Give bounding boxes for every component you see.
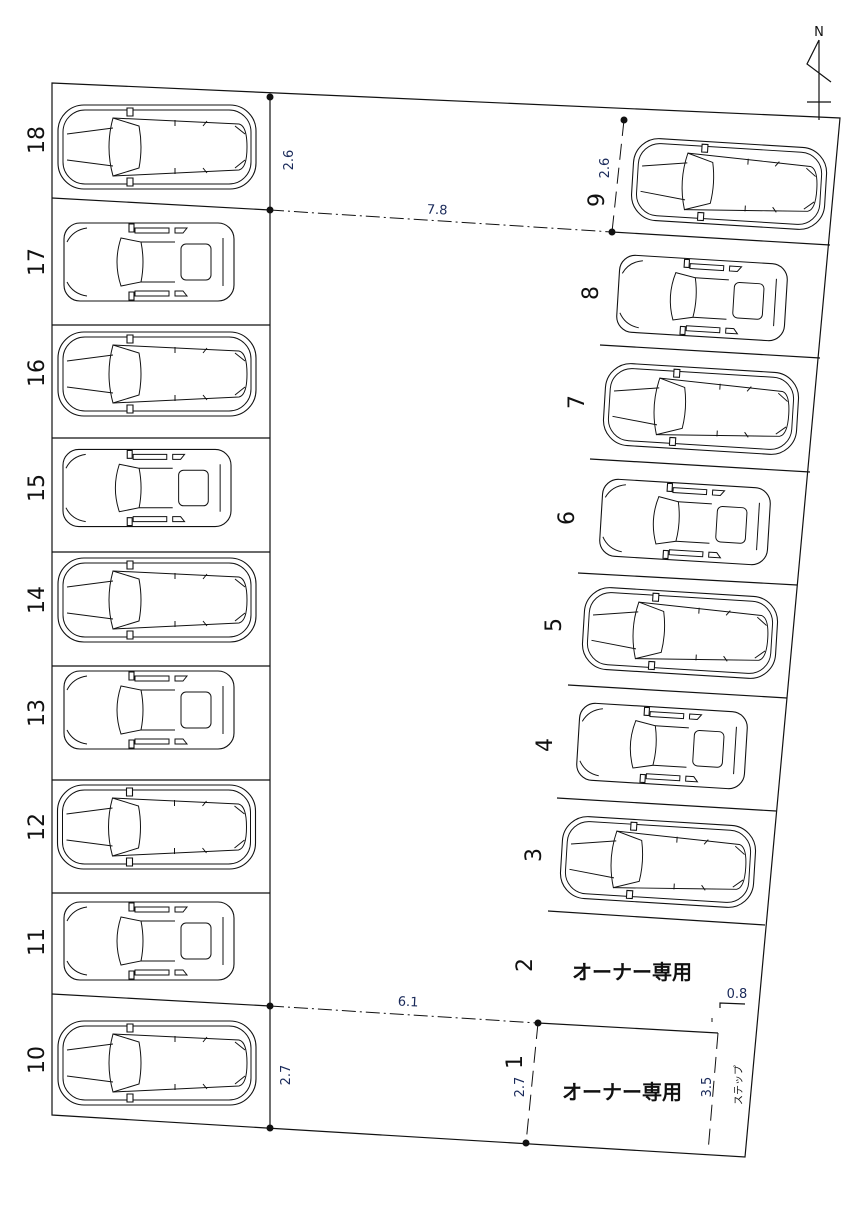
- stall-number: 4: [533, 738, 558, 752]
- stall-number: 14: [25, 586, 50, 614]
- stall-number: 11: [25, 928, 50, 956]
- dimension-step-width: 0.8: [727, 987, 748, 1002]
- vehicle-suv: [57, 1020, 257, 1106]
- vehicle-suv: [601, 361, 801, 457]
- dimension-stall9-width: 2.6: [598, 158, 613, 179]
- owner-only-label-stall1: オーナー専用: [562, 1080, 682, 1104]
- stall-number: 13: [25, 699, 50, 727]
- stall-number: 8: [579, 286, 604, 300]
- vehicle-sedan: [63, 222, 235, 302]
- stall-number: 9: [585, 193, 610, 207]
- vehicle-suv: [558, 814, 758, 910]
- dimension-aisle-bottom: 6.1: [397, 994, 418, 1010]
- stall-number: 2: [513, 958, 538, 972]
- vehicle-sedan: [63, 670, 235, 750]
- vehicle-sedan: [575, 701, 749, 791]
- dimension-stall18-width: 2.6: [282, 150, 297, 171]
- dimension-stall1-width: 2.7: [513, 1077, 528, 1098]
- dimension-aisle-top: 7.8: [426, 202, 447, 218]
- stall-number: 3: [522, 848, 547, 862]
- stall-number: 18: [25, 126, 50, 154]
- dimension-stall1-length: 3.5: [700, 1077, 715, 1098]
- vehicle-suv: [629, 136, 829, 232]
- stall-number: 1: [503, 1055, 528, 1069]
- dimension-labels: 2.6 7.8 2.6 6.1 2.7 2.7 3.5 0.8 ステップ: [279, 150, 747, 1105]
- stall-number: 5: [542, 618, 567, 632]
- vehicle-suv: [56, 784, 257, 870]
- lot-boundaries: [51, 82, 841, 1158]
- stall-number: 17: [25, 248, 50, 276]
- vehicle-sedan: [598, 477, 772, 567]
- stall-number: 6: [555, 511, 580, 525]
- owner-only-label-stall2: オーナー専用: [572, 960, 692, 984]
- dimension-stall10-width: 2.7: [279, 1065, 294, 1086]
- vehicle-sedan: [63, 901, 235, 981]
- step-label: ステップ: [733, 1065, 745, 1105]
- north-arrow-icon: N: [806, 25, 832, 120]
- stall-number: 12: [25, 813, 50, 841]
- vehicle-suv: [57, 331, 257, 417]
- vehicle-sedan: [62, 448, 232, 528]
- stall-number: 10: [25, 1046, 50, 1074]
- right-stall-numbers: 9 8 7 6 5 4 3 2 1: [503, 193, 610, 1069]
- left-stall-numbers: 18 17 16 15 14 13 12 11 10: [25, 126, 50, 1074]
- stall-number: 7: [565, 395, 590, 409]
- vehicle-suv: [580, 585, 780, 681]
- vehicle-sedan: [615, 253, 789, 343]
- compass-label: N: [814, 25, 824, 40]
- stall-number: 16: [25, 359, 50, 387]
- stall-number: 15: [25, 474, 50, 502]
- left-vehicles: [56, 104, 257, 1106]
- right-vehicles: [558, 136, 829, 910]
- vehicle-suv: [57, 104, 257, 190]
- vehicle-suv: [57, 557, 257, 643]
